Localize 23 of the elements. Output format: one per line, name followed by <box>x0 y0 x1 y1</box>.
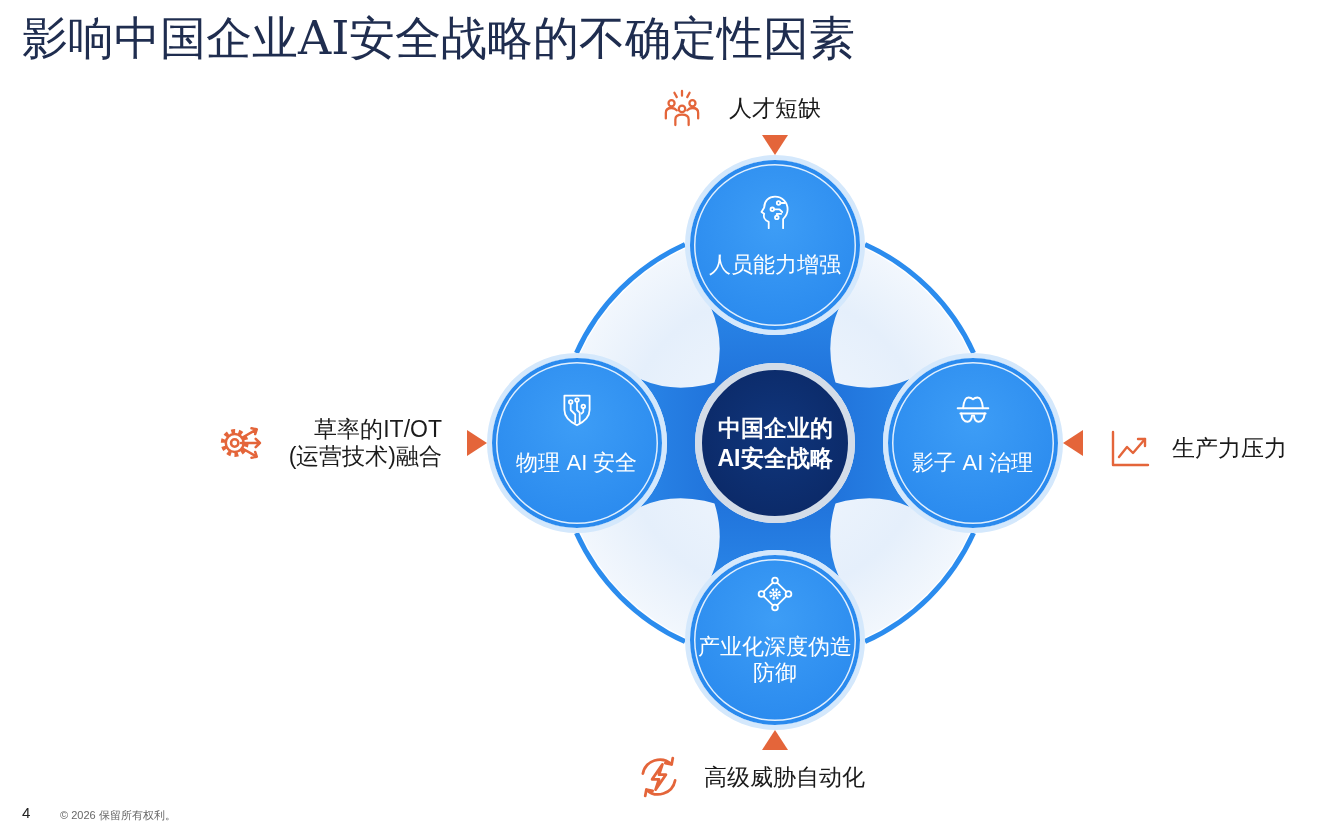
triangle-arrow <box>1063 430 1083 456</box>
topic-label: 人员能力增强 <box>709 252 841 278</box>
title: 影响中国企业AI安全战略的不确定性因素 <box>22 10 856 66</box>
topic-label: 影子 AI 治理 <box>912 450 1034 476</box>
ring-arc <box>863 242 976 355</box>
factor-label: 草率的IT/OT (运营技术)融合 <box>287 416 442 470</box>
connector-band <box>640 377 730 509</box>
ring-arc <box>863 531 976 644</box>
factor-label: 高级威胁自动化 <box>704 763 865 791</box>
topic-label: 产业化深度伪造防御 <box>697 634 853 686</box>
center-label: 中国企业的AI安全战略 <box>716 414 834 473</box>
connector-band <box>709 488 841 577</box>
factor-label: 人才短缺 <box>729 94 821 122</box>
page-number: 4 <box>22 804 31 822</box>
ring-arc <box>574 242 687 355</box>
factor-label: 生产力压力 <box>1172 434 1287 462</box>
triangle-arrow <box>467 430 487 456</box>
footer-note: © 2026 保留所有权利。 <box>60 809 176 823</box>
ring-arc <box>574 531 687 644</box>
topic-label: 物理 AI 安全 <box>516 450 638 476</box>
triangle-arrow <box>762 135 788 155</box>
connector-band <box>820 377 910 509</box>
triangle-arrow <box>762 730 788 750</box>
